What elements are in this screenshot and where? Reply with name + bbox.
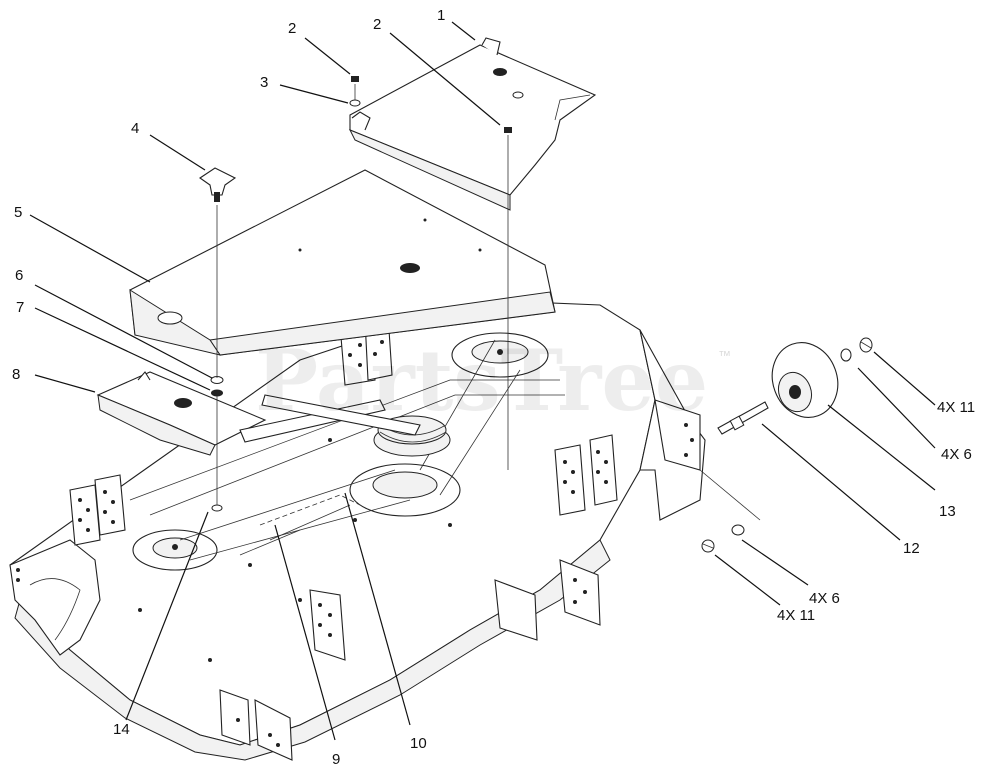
- hardware: [199, 76, 512, 512]
- callout-2-left: 2: [288, 20, 296, 37]
- anti-scalp-wheel: [699, 337, 873, 553]
- callout-qty-11-lower: 4X 11: [777, 607, 815, 624]
- callout-9: 9: [332, 751, 340, 768]
- shield-part-8: [96, 371, 267, 456]
- callout-10: 10: [410, 735, 427, 752]
- callout-13: 13: [939, 503, 956, 520]
- callout-3: 3: [260, 74, 268, 91]
- callout-4: 4: [131, 120, 139, 137]
- idler-arm-parts-9-10: [239, 394, 421, 556]
- wheel-mount-plate: [654, 399, 701, 471]
- callout-5: 5: [14, 204, 22, 221]
- callout-qty-6-wheel: 4X 6: [941, 446, 972, 463]
- watermark-trademark: ™: [718, 348, 731, 363]
- callout-qty-11-wheel: 4X 11: [937, 399, 975, 416]
- callout-12: 12: [903, 540, 920, 557]
- leader-lines: [29, 21, 936, 741]
- callout-qty-6-lower: 4X 6: [809, 590, 840, 607]
- callout-7: 7: [16, 299, 24, 316]
- callout-6: 6: [15, 267, 23, 284]
- top-cover-part-1: [348, 37, 597, 211]
- belt-cover-part-5: [129, 169, 556, 356]
- callout-8: 8: [12, 366, 20, 383]
- callout-14: 14: [113, 721, 130, 738]
- callout-1: 1: [437, 7, 445, 24]
- callout-2-right: 2: [373, 16, 381, 33]
- watermark-text: PartsTree: [255, 331, 708, 430]
- mower-deck-housing: [9, 299, 706, 761]
- assembly-lines: [216, 84, 509, 505]
